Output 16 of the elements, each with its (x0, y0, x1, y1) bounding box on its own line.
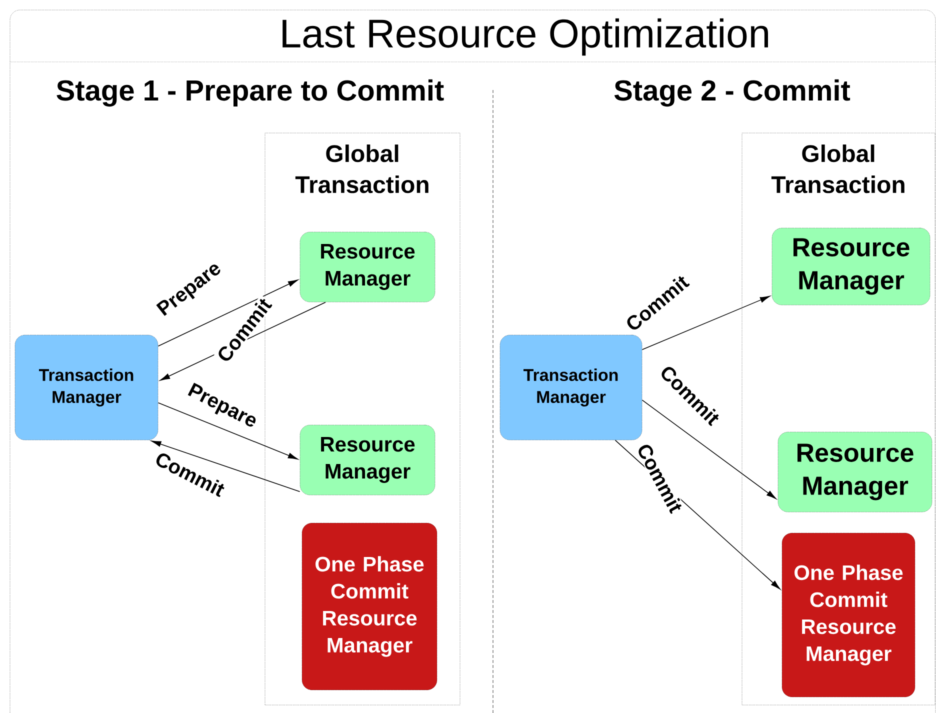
resource-box: One Phase Commit Resource Manager (782, 532, 916, 698)
resource-box: Resource Manager (300, 424, 436, 496)
stage-heading: Stage 1 - Prepare to Commit (56, 79, 444, 107)
diagram-title: Last Resource Optimization (282, 18, 768, 56)
stage-heading: Stage 2 - Commit (614, 79, 850, 107)
arrow (158, 280, 298, 346)
resource-box: Resource Manager (300, 232, 436, 302)
arrow (151, 440, 300, 492)
arrow (642, 296, 770, 350)
resource-box: Resource Manager (778, 432, 932, 512)
resource-box: Resource Manager (772, 228, 930, 306)
arrow (158, 402, 298, 460)
manager-box: Transaction Manager (500, 334, 642, 440)
manager-box: Transaction Manager (14, 334, 158, 440)
resource-box: One Phase Commit Resource Manager (302, 522, 438, 690)
arrow (642, 400, 776, 500)
